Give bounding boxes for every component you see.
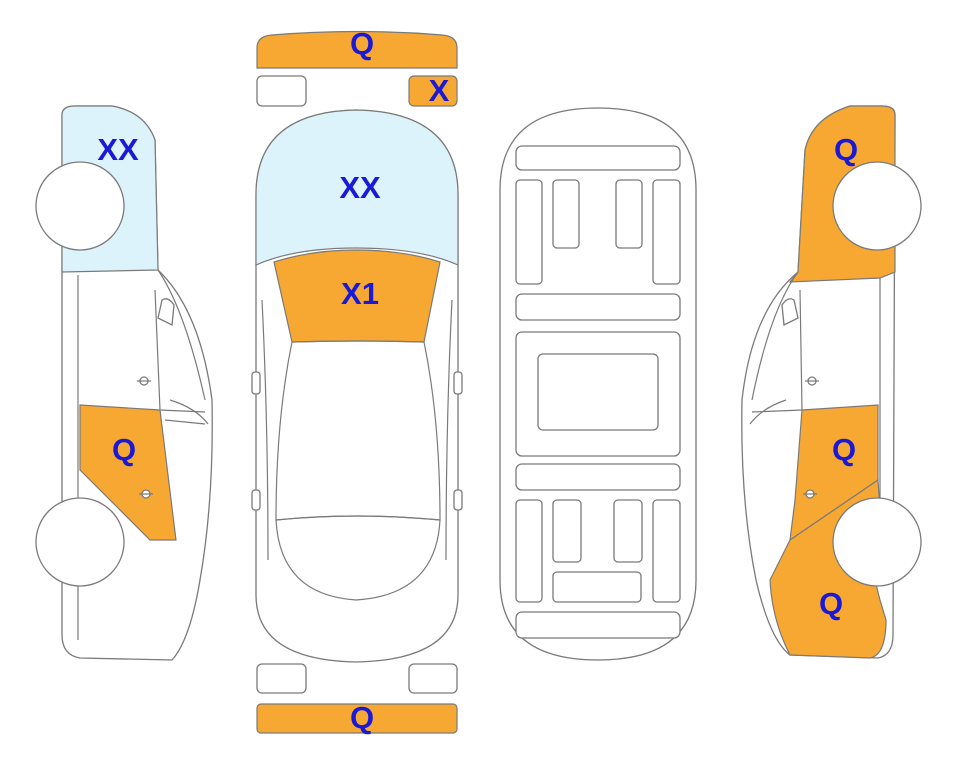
right-side-view: Q Q Q	[741, 105, 922, 659]
left-mirror	[157, 298, 175, 327]
underbody-center-panel	[537, 353, 659, 431]
hood-label: XX	[339, 170, 381, 205]
underbody-rail	[515, 499, 543, 603]
left-rear-door-label: Q	[112, 432, 136, 467]
headlight-right-part[interactable]	[408, 75, 458, 107]
rear-bumper-part[interactable]	[256, 703, 458, 734]
right-door-line	[751, 289, 803, 413]
underbody-rail	[652, 179, 681, 285]
underbody-panel	[552, 499, 582, 563]
front-bumper-part[interactable]	[256, 30, 458, 69]
left-front-wheel[interactable]	[35, 161, 125, 251]
underbody-crossmember	[515, 293, 681, 321]
windshield-label: X1	[341, 276, 379, 311]
underbody-panel	[613, 499, 643, 563]
right-front-fender-label: Q	[834, 132, 858, 167]
left-front-fender-label: XX	[97, 132, 139, 167]
front-bumper-label: Q	[350, 26, 374, 61]
left-rear-wheel[interactable]	[35, 497, 125, 587]
top-view: Q X XX X1 Q	[251, 26, 463, 735]
mirror-right	[453, 371, 463, 395]
taillight-left-part[interactable]	[256, 663, 307, 694]
underbody-rail	[652, 499, 681, 603]
hood-part[interactable]	[255, 109, 459, 266]
left-side-line	[261, 299, 269, 561]
left-belt-line	[164, 419, 206, 425]
right-rear-quarter-label: Q	[819, 586, 843, 621]
right-rear-wheel[interactable]	[832, 497, 922, 587]
handle-right	[453, 489, 463, 511]
rear-window-outline	[275, 515, 441, 601]
underbody-panel	[615, 179, 643, 249]
left-door-line	[154, 289, 206, 413]
headlight-right-label: X	[429, 73, 450, 108]
right-mirror	[781, 298, 799, 327]
left-pillar-line	[169, 399, 209, 425]
underbody-panel	[552, 571, 642, 603]
right-pillar-line	[749, 399, 787, 425]
left-side-view: XX Q	[35, 105, 213, 661]
underbody-crossmember	[515, 463, 681, 491]
right-side-line	[445, 299, 453, 561]
underbody-panel	[552, 179, 580, 249]
underbody-view	[499, 107, 697, 661]
right-rear-door-label: Q	[832, 432, 856, 467]
headlight-left-part[interactable]	[256, 75, 307, 107]
underbody-rail	[515, 179, 543, 285]
underbody-rear-crossmember	[515, 611, 681, 639]
right-window-line	[751, 271, 799, 401]
left-window-line	[157, 269, 206, 401]
handle-left	[251, 489, 261, 511]
left-rear-door-part[interactable]	[79, 404, 177, 541]
underbody-front-crossmember	[515, 145, 681, 171]
taillight-right-part[interactable]	[408, 663, 458, 694]
right-front-wheel[interactable]	[832, 161, 922, 251]
rear-bumper-label: Q	[350, 700, 374, 735]
mirror-left	[251, 371, 261, 395]
